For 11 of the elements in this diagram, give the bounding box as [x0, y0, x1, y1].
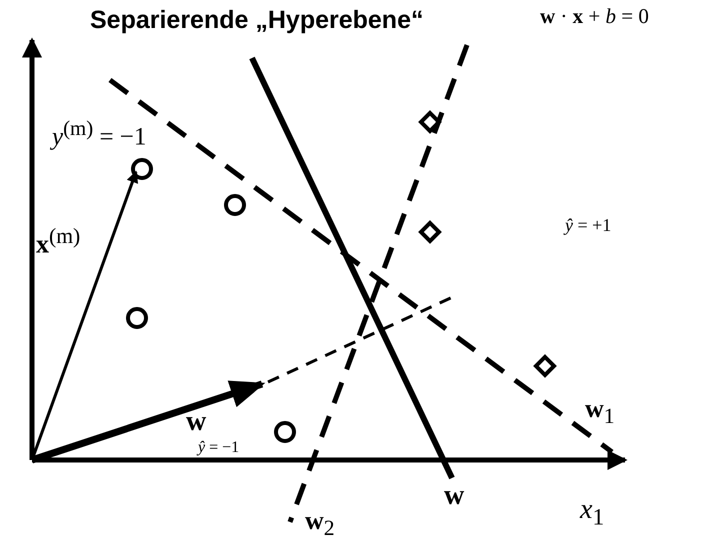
- vector-label: w: [186, 408, 206, 436]
- vector-label: w$_{1}$: [585, 396, 615, 428]
- region-label: ŷ = −1: [198, 440, 240, 456]
- region-label: ŷ = +1: [565, 216, 612, 234]
- axis-label: x$_{1}$: [580, 496, 604, 530]
- class-label: y$^{(m)}$ = −1: [52, 118, 146, 150]
- vector-label: x$^{(m)}$: [36, 226, 80, 258]
- equation-label: w · x + b = 0: [540, 6, 649, 27]
- vector-label: w: [444, 482, 464, 510]
- vector-label: w$_{2}$: [305, 508, 335, 540]
- diagram-title: Separierende „Hyperebene“: [90, 6, 424, 35]
